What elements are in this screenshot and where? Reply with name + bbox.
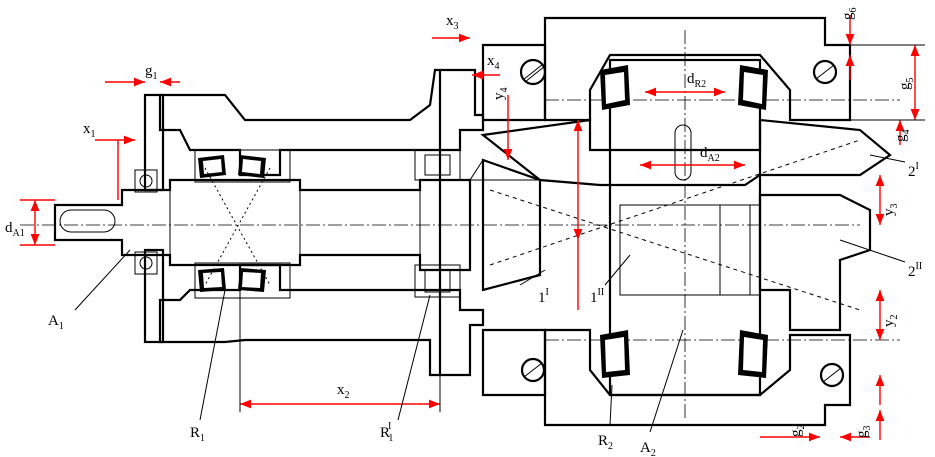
bolts	[519, 58, 845, 388]
label-dA1: dA1	[5, 220, 25, 239]
label-g5: g5	[897, 78, 916, 91]
label-x1: x1	[83, 121, 96, 140]
label-dA2: dA2	[700, 145, 720, 164]
label-y3: y3	[881, 204, 900, 217]
label-g4: g4	[893, 130, 912, 143]
label-2I: 2I	[908, 161, 919, 180]
label-g3: g3	[854, 426, 873, 439]
label-g6: g6	[840, 8, 859, 21]
bearing-r2	[600, 65, 768, 378]
bevel-gear-2I	[480, 118, 892, 187]
label-A1: A1	[48, 313, 64, 332]
input-shaft	[53, 178, 472, 272]
label-1II: 1II	[590, 287, 604, 306]
label-y4: y4	[491, 88, 510, 101]
output-housing	[481, 16, 852, 427]
label-x3: x3	[446, 13, 459, 32]
bevel-pinion-1I	[469, 158, 860, 292]
label-g2: g2	[788, 425, 807, 438]
label-A2: A2	[640, 440, 656, 457]
construction-lines	[20, 139, 861, 311]
dimensions	[20, 15, 925, 442]
bearing-r1-prime	[414, 149, 461, 298]
input-housing	[143, 68, 485, 377]
label-dR2: dR2	[687, 71, 706, 90]
label-R2: R2	[598, 433, 613, 452]
leader-lines	[74, 154, 906, 433]
label-x4: x4	[487, 53, 500, 72]
seal	[134, 169, 158, 275]
label-R1: R1	[190, 425, 205, 444]
label-2II: 2II	[908, 261, 922, 280]
label-1I: 1I	[538, 287, 549, 306]
label-g1: g1	[145, 63, 158, 82]
label-y2: y2	[881, 315, 900, 328]
label-x2: x2	[337, 382, 350, 401]
gear-2II	[758, 193, 872, 332]
bearing-r1	[194, 149, 291, 299]
